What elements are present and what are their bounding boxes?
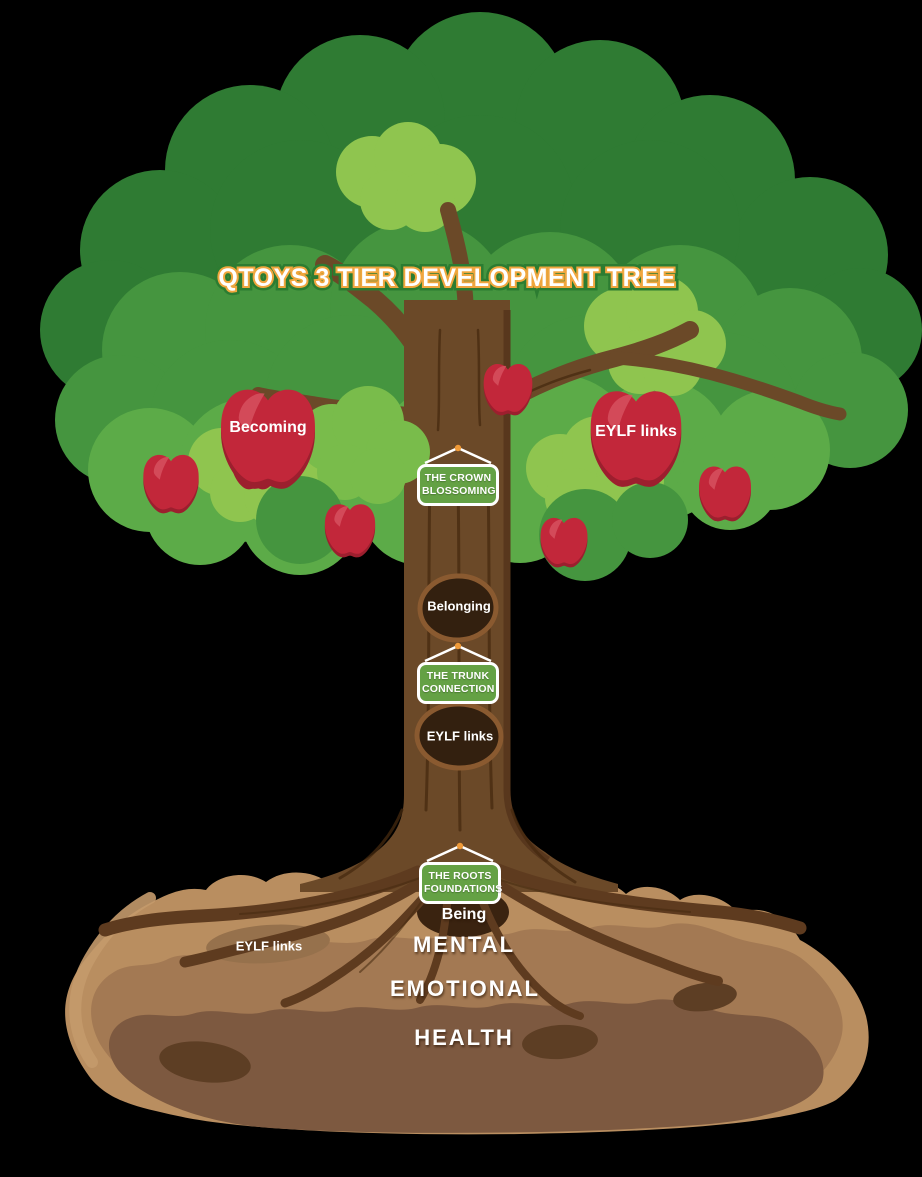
sign-roots-line2: FOUNDATIONS (424, 883, 503, 895)
sign-trunk-line1: THE TRUNK (426, 670, 490, 682)
stone (522, 1024, 598, 1060)
sign-roots-board: THE ROOTS FOUNDATIONS (419, 862, 503, 904)
trunk-holes (414, 573, 504, 771)
page-title-text: QTOYS 3 TIER DEVELOPMENT TREE (218, 264, 676, 292)
page-title: QTOYS 3 TIER DEVELOPMENT TREE QTOYS 3 TI… (0, 260, 908, 297)
ground-word-health: HEALTH (414, 1025, 514, 1050)
sign-strings-icon (426, 842, 494, 862)
sign-strings-icon (424, 444, 492, 464)
sign-roots-line1: THE ROOTS (428, 870, 492, 882)
page-title-outline-inner: QTOYS 3 TIER DEVELOPMENT TREE (216, 262, 677, 294)
ground-label-eylf-links: EYLF links (235, 938, 303, 954)
stone (159, 1041, 251, 1083)
sign-crown-board: THE CROWN BLOSSOMING (417, 464, 499, 506)
hole-label-eylf-links: EYLF links (426, 728, 494, 744)
sign-strings-icon (424, 642, 492, 662)
sign-crown-line1: THE CROWN (424, 472, 492, 484)
canopy-front (256, 386, 688, 581)
apple-label-becoming: Becoming (229, 419, 307, 436)
sign-roots: THE ROOTS FOUNDATIONS (419, 842, 503, 904)
sign-trunk-line2: CONNECTION (422, 683, 495, 695)
ground-label-being: Being (441, 906, 487, 923)
stone (673, 982, 737, 1012)
page-title-outline-outer: QTOYS 3 TIER DEVELOPMENT TREE (214, 260, 680, 297)
roots (98, 863, 807, 1020)
ground-word-mental: MENTAL (412, 932, 516, 957)
apple-label-eylf-links: EYLF links (595, 423, 677, 440)
sign-crown: THE CROWN BLOSSOMING (417, 444, 499, 506)
ground-word-emotional: EMOTIONAL (390, 976, 540, 1001)
sign-trunk-board: THE TRUNK CONNECTION (417, 662, 499, 704)
sign-crown-line2: BLOSSOMING (422, 485, 496, 497)
sign-trunk: THE TRUNK CONNECTION (417, 642, 499, 704)
hole-label-belonging: Belonging (427, 598, 491, 614)
apple-becoming (221, 389, 315, 489)
